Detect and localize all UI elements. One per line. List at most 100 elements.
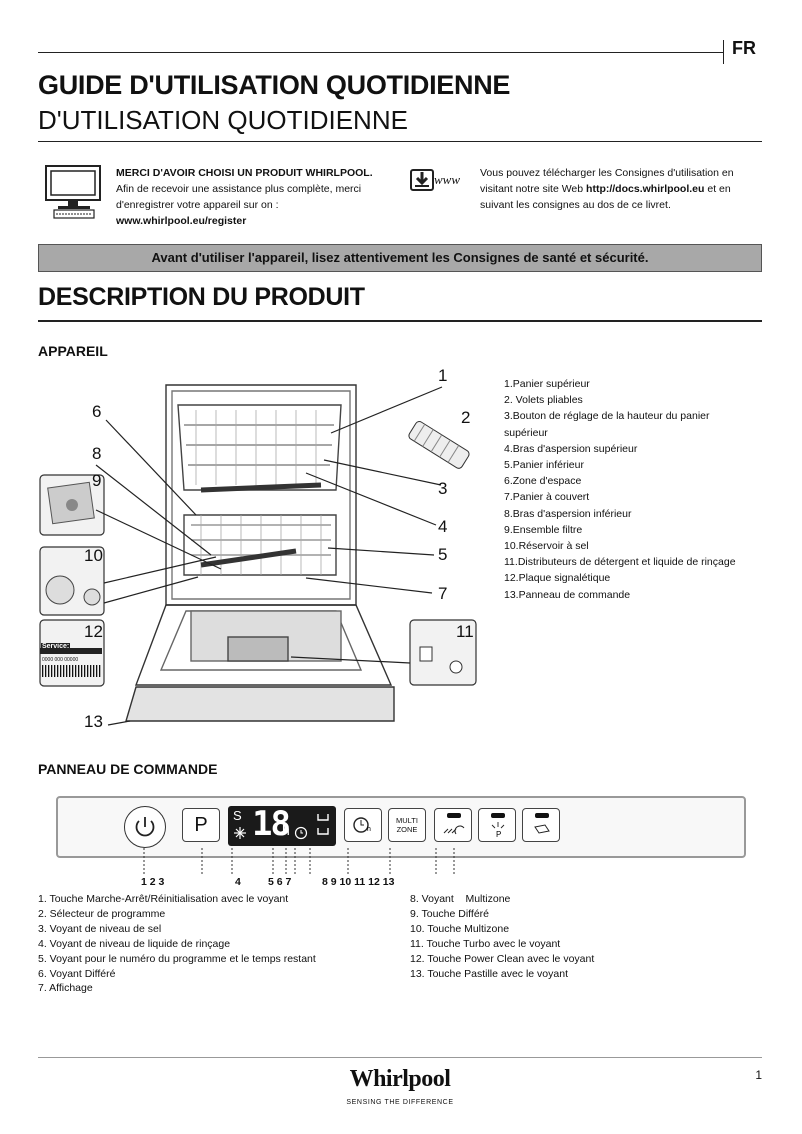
turbo-led	[447, 813, 461, 818]
plate-number: 0000 000 00000	[42, 657, 78, 663]
part-item: 2. Volets pliables	[504, 392, 764, 408]
program-button[interactable]: P	[182, 808, 220, 842]
docs-link[interactable]: http://docs.whirlpool.eu	[586, 183, 704, 195]
header-rule	[38, 52, 724, 53]
legend-item: 3. Voyant de niveau de sel	[38, 922, 316, 937]
assist-text: Afin de recevoir une assistance plus com…	[116, 181, 406, 197]
callout-10: 10	[84, 546, 103, 566]
delay-button[interactable]: h	[344, 808, 382, 842]
whirlpool-logo: Whirlpool SENSING THE DIFFERENCE	[345, 1066, 455, 1106]
multizone-label-1: MULTI	[389, 816, 425, 825]
register-link[interactable]: www.whirlpool.eu/register	[116, 213, 406, 229]
callout-1: 1	[438, 366, 447, 386]
power-button[interactable]	[124, 806, 166, 848]
legend-item: 10. Touche Multizone	[410, 922, 594, 937]
page-subtitle: D'UTILISATION QUOTIDIENNE	[38, 105, 408, 136]
display: S 18 h	[228, 806, 336, 846]
tablet-icon	[533, 823, 551, 835]
section-title: DESCRIPTION DU PRODUIT	[38, 283, 365, 312]
part-item: 11.Distributeurs de détergent et liquide…	[504, 554, 764, 570]
download-text-2: visitant notre site Web http://docs.whir…	[480, 181, 770, 197]
callout-11: 11	[456, 622, 474, 642]
brand-tagline: SENSING THE DIFFERENCE	[345, 1099, 455, 1106]
plate-service-label: Service:	[41, 643, 70, 650]
salt-indicator: S	[233, 808, 242, 823]
legend-left: 1. Touche Marche-Arrêt/Réinitialisation …	[38, 892, 316, 996]
safety-banner: Avant d'utiliser l'appareil, lisez atten…	[38, 244, 762, 272]
tablet-button[interactable]	[522, 808, 560, 842]
download-text-3: suivant les consignes au dos de ce livre…	[480, 197, 770, 213]
language-code: FR	[732, 38, 756, 59]
legend-item: 6. Voyant Différé	[38, 967, 316, 982]
part-item: 12.Plaque signalétique	[504, 570, 764, 586]
dishwasher-illustration: 0000 000 00000	[36, 365, 496, 735]
part-item: 5.Panier inférieur	[504, 457, 764, 473]
svg-text:P: P	[496, 830, 501, 839]
footer-rule	[38, 1057, 762, 1058]
turbo-button[interactable]	[434, 808, 472, 842]
brand-name: Whirlpool	[345, 1066, 455, 1093]
legend-item: 1. Touche Marche-Arrêt/Réinitialisation …	[38, 892, 316, 907]
legend-item: 12. Touche Power Clean avec le voyant	[410, 952, 594, 967]
callout-13: 13	[84, 712, 103, 732]
svg-text:h: h	[367, 826, 371, 833]
panel-leaders	[100, 848, 460, 878]
thanks-text: MERCI D'AVOIR CHOISI UN PRODUIT WHIRLPOO…	[116, 165, 406, 181]
multizone-button[interactable]: MULTI ZONE	[388, 808, 426, 842]
download-text-post: et en	[704, 183, 730, 195]
multizone-label-2: ZONE	[389, 825, 425, 834]
power-clean-icon: P	[489, 821, 507, 839]
part-item: 4.Bras d'aspersion supérieur	[504, 441, 764, 457]
part-item: 7.Panier à couvert	[504, 489, 764, 505]
legend-item: 13. Touche Pastille avec le voyant	[410, 967, 594, 982]
legend-item: 11. Touche Turbo avec le voyant	[410, 937, 594, 952]
callout-7: 7	[438, 584, 447, 604]
computer-icon	[42, 164, 104, 220]
turbo-icon	[443, 823, 465, 837]
title-rule	[38, 141, 762, 142]
part-item: 6.Zone d'espace	[504, 473, 764, 489]
callout-8: 8	[92, 444, 101, 464]
panel-numbers-4: 8 9 10 11 12 13	[322, 876, 394, 888]
panneau-heading: PANNEAU DE COMMANDE	[38, 761, 217, 777]
panel-numbers-3: 5 6 7	[268, 876, 291, 888]
page-title: GUIDE D'UTILISATION QUOTIDIENNE	[38, 70, 510, 101]
download-text: Vous pouvez télécharger les Consignes d'…	[480, 165, 770, 181]
display-hours-unit: h	[282, 822, 290, 838]
part-item: 8.Bras d'aspersion inférieur	[504, 506, 764, 522]
callout-2: 2	[461, 408, 470, 428]
legend-item: 7. Affichage	[38, 981, 316, 996]
legend-item: 2. Sélecteur de programme	[38, 907, 316, 922]
legend-item: 5. Voyant pour le numéro du programme et…	[38, 952, 316, 967]
panel-numbers-1: 1 2 3	[141, 876, 164, 888]
section-rule	[38, 320, 762, 322]
rinse-aid-icon	[233, 826, 247, 840]
download-www-icon: www	[410, 168, 472, 194]
callout-4: 4	[438, 517, 447, 537]
download-icon	[410, 168, 436, 192]
part-item: 13.Panneau de commande	[504, 587, 764, 603]
register-text: d'enregistrer votre appareil sur on :	[116, 197, 406, 213]
barcode	[40, 665, 102, 677]
appareil-heading: APPAREIL	[38, 343, 108, 359]
power-clean-button[interactable]: P	[478, 808, 516, 842]
intro-right: Vous pouvez télécharger les Consignes d'…	[480, 165, 770, 213]
callout-3: 3	[438, 479, 447, 499]
part-item: 1.Panier supérieur	[504, 376, 764, 392]
download-text-pre: visitant notre site Web	[480, 183, 586, 195]
callout-5: 5	[438, 545, 447, 565]
delay-indicator-icon	[294, 826, 308, 840]
tablet-led	[535, 813, 549, 818]
page-number: 1	[755, 1068, 762, 1082]
part-item: 3.Bouton de réglage de la hauteur du pan…	[504, 408, 734, 440]
multizone-indicator-icon	[316, 812, 330, 842]
callout-9: 9	[92, 471, 101, 491]
part-item: 10.Réservoir à sel	[504, 538, 764, 554]
legend-right: 8. Voyant Multizone 9. Touche Différé 10…	[410, 892, 594, 981]
power-icon	[125, 807, 165, 847]
intro-left: MERCI D'AVOIR CHOISI UN PRODUIT WHIRLPOO…	[116, 165, 406, 229]
parts-list: 1.Panier supérieur 2. Volets pliables 3.…	[504, 376, 764, 603]
callout-6: 6	[92, 402, 101, 422]
panel-numbers-2: 4	[235, 876, 241, 888]
legend-item: 8. Voyant Multizone	[410, 892, 594, 907]
